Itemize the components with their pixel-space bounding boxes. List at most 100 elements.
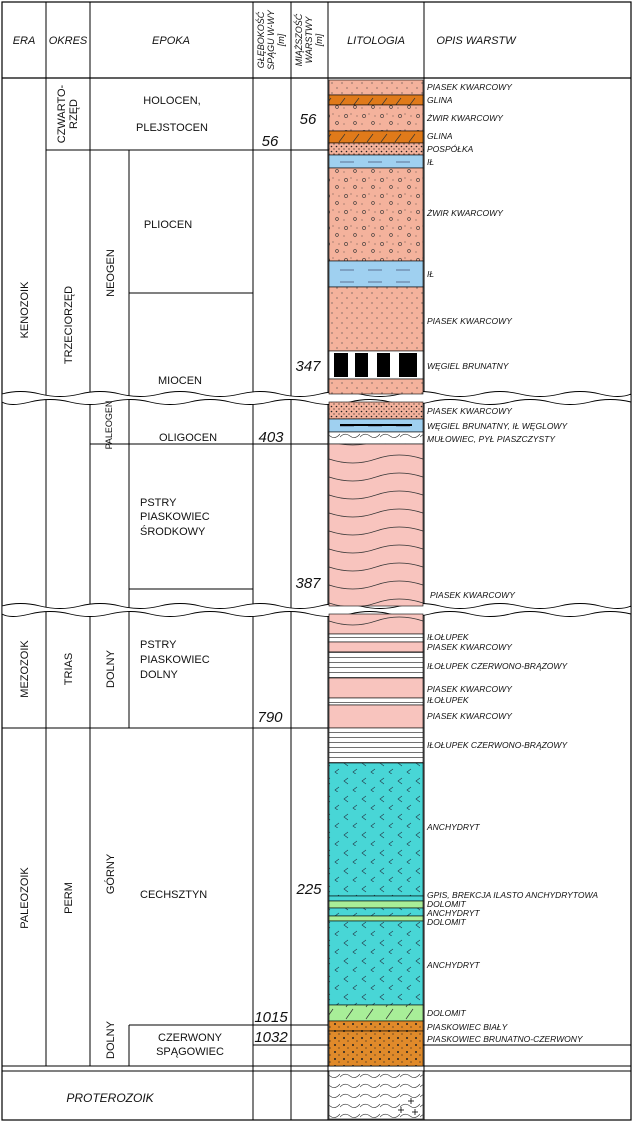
depth-value: 790 — [257, 709, 283, 726]
period-trzeciorzed: TRZECIORZĘD — [63, 286, 75, 364]
col-header-description: OPIS WARSTW — [436, 35, 517, 47]
layer-description: GPIS, BREKCJA ILASTO ANCHYDRYTOWA — [427, 890, 598, 900]
thickness-value: 387 — [295, 575, 321, 592]
layer-description: DOLOMIT — [427, 1008, 467, 1018]
layer-description: PIASKOWIEC BRUNATNO-CZERWONY — [427, 1034, 584, 1044]
layer-description: PIASEK KWARCOWY — [427, 642, 513, 652]
layer-description: POSPÓŁKA — [427, 144, 474, 154]
layer-description: PIASEK KWARCOWY — [427, 406, 513, 416]
layer-sandstone-wavy — [328, 613, 424, 635]
layer-sand — [328, 378, 424, 395]
layer-description: IŁOŁUPEK — [427, 695, 469, 705]
layer-anhydrite — [328, 920, 424, 1006]
layer-description: DOLOMIT — [427, 917, 467, 927]
thickness-value: 225 — [295, 881, 322, 898]
layer-silt — [328, 154, 424, 169]
svg-text:SPĄGU W-WY: SPĄGU W-WY — [266, 9, 276, 70]
layer-description: ANCHYDRYT — [426, 822, 480, 832]
layer-proterozoic-basement — [328, 1070, 424, 1120]
layer-anhydrite — [328, 762, 424, 897]
subperiod-labels: NEOGEN PALEOGEN DOLNY GÓRNY DOLNY — [104, 249, 117, 1059]
layer-description: IŁOŁUPEK — [427, 632, 469, 642]
layer-description: ŻWIR KWARCOWY — [426, 113, 504, 123]
layer-description: GLINA — [427, 131, 453, 141]
layer-pospolka — [328, 142, 424, 156]
period-labels: CZWARTO- RZĘD TRZECIORZĘD TRIAS PERM — [56, 84, 80, 913]
depth-value: 56 — [262, 133, 279, 150]
cross-symbols — [398, 1098, 418, 1115]
depth-value: 1032 — [254, 1029, 288, 1046]
depth-value: 403 — [258, 429, 284, 446]
subperiod-paleogen: PALEOGEN — [104, 401, 114, 450]
layer-gypsum-breccia — [328, 895, 424, 902]
epoch-czerwony-spagowiec: CZERWONY SPĄGOWIEC — [156, 1032, 224, 1058]
era-proterozoik: PROTEROZOIK — [66, 1091, 154, 1105]
layer-shale — [328, 633, 424, 643]
layer-description: PIASEK KWARCOWY — [427, 316, 513, 326]
layer-descriptions: PIASEK KWARCOWY GLINA ŻWIR KWARCOWY GLIN… — [426, 82, 598, 1044]
layer-description: PIASEK KWARCOWY — [427, 82, 513, 92]
period-czwartorzed: CZWARTO- RZĘD — [56, 84, 80, 143]
svg-text:PIASKOWIEC: PIASKOWIEC — [140, 654, 210, 666]
layer-sandstone-white — [328, 1020, 424, 1032]
subperiod-dolny-trias: DOLNY — [105, 649, 117, 688]
layer-sandstone-brown — [328, 1030, 424, 1067]
svg-text:ŚRODKOWY: ŚRODKOWY — [140, 525, 206, 538]
period-perm: PERM — [63, 882, 75, 914]
svg-text:GŁĘBOKOŚĆ: GŁĘBOKOŚĆ — [255, 11, 266, 68]
layer-sand — [328, 79, 424, 96]
thickness-value: 347 — [295, 358, 321, 375]
layer-description: MUŁOWIEC, PYŁ PIASZCZYSTY — [427, 434, 556, 444]
subperiod-dolny-perm: DOLNY — [105, 1020, 117, 1059]
era-labels: KENOZOIK MEZOZOIK PALEOZOIK PROTEROZOIK — [19, 281, 155, 1105]
col-header-epoch: EPOKA — [152, 35, 190, 47]
layer-description: DOLOMIT — [427, 899, 467, 909]
svg-text:WARSTWY: WARSTWY — [304, 16, 314, 64]
layer-description: IŁ — [427, 157, 434, 167]
svg-text:PIASKOWIEC: PIASKOWIEC — [140, 511, 210, 523]
layer-shale — [328, 697, 424, 706]
col-header-period: OKRES — [49, 35, 88, 47]
col-header-lithology: LITOLOGIA — [347, 35, 405, 47]
layer-anhydrite — [328, 907, 424, 917]
thickness-value: 56 — [300, 111, 317, 128]
layer-description: ANCHYDRYT — [426, 908, 480, 918]
layer-description: ŻWIR KWARCOWY — [426, 208, 504, 218]
epoch-pstry-srodkowy: PSTRY PIASKOWIEC ŚRODKOWY — [140, 497, 210, 538]
svg-text:CZWARTO-: CZWARTO- — [56, 84, 68, 143]
svg-text:MIĄŻSZOŚĆ: MIĄŻSZOŚĆ — [293, 13, 304, 66]
layer-description: GLINA — [427, 95, 453, 105]
era-paleozoik: PALEOZOIK — [19, 867, 31, 929]
layer-dolomite — [328, 915, 424, 922]
header-row: ERA OKRES EPOKA GŁĘBOKOŚĆ SPĄGU W-WY [m]… — [13, 9, 518, 70]
svg-text:RZĘD: RZĘD — [68, 99, 80, 129]
svg-text:SPĄGOWIEC: SPĄGOWIEC — [156, 1046, 224, 1058]
layer-dolomite — [328, 1004, 424, 1022]
epoch-cechsztyn: CECHSZTYN — [140, 889, 207, 901]
lignite-blocks — [334, 353, 417, 377]
layer-description: WĘGIEL BRUNATNY — [427, 361, 510, 371]
layer-sandstone — [328, 641, 424, 653]
subperiod-neogen: NEOGEN — [105, 249, 117, 297]
layer-shale — [328, 651, 424, 679]
layer-sand-dense — [328, 401, 424, 420]
epoch-labels: HOLOCEN, PLEJSTOCEN PLIOCEN MIOCEN OLIGO… — [136, 95, 224, 1058]
layer-description: IŁOŁUPEK CZERWONO-BRĄZOWY — [427, 740, 568, 750]
layer-clay — [328, 94, 424, 106]
era-kenozoik: KENOZOIK — [19, 281, 31, 339]
period-trias: TRIAS — [63, 653, 75, 685]
depth-values: 56 403 790 1015 1032 — [254, 133, 288, 1046]
svg-text:PSTRY: PSTRY — [140, 497, 177, 509]
era-mezozoik: MEZOZOIK — [19, 640, 31, 698]
col-header-depth: GŁĘBOKOŚĆ SPĄGU W-WY [m] — [255, 9, 286, 70]
svg-text:CZERWONY: CZERWONY — [158, 1032, 223, 1044]
layer-description: IŁOŁUPEK CZERWONO-BRĄZOWY — [427, 661, 568, 671]
layer-sand — [328, 286, 424, 352]
break-lines — [1, 391, 632, 617]
layer-shale — [328, 727, 424, 764]
epoch-pstry-dolny: PSTRY PIASKOWIEC DOLNY — [140, 639, 210, 681]
layer-description: WĘGIEL BRUNATNY, IŁ WĘGLOWY — [427, 421, 568, 431]
layer-clay — [328, 130, 424, 144]
